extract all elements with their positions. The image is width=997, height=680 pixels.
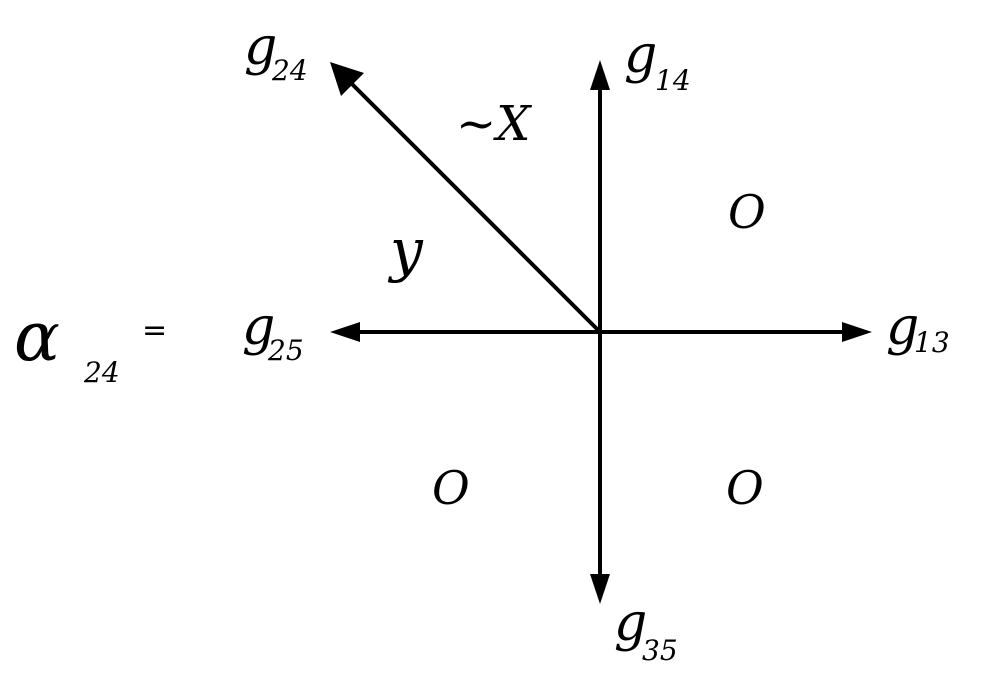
g35-base: g: [614, 593, 647, 653]
arrows: [330, 60, 872, 604]
g24-base: g: [244, 17, 277, 77]
g25-base: g: [242, 297, 275, 357]
arrow-upleft-head: [330, 62, 364, 96]
region-lower-left-zero: O: [432, 461, 470, 515]
g25-subscript: 25: [267, 334, 304, 367]
arrow-right-head: [842, 322, 872, 342]
equals-sign: =: [142, 313, 167, 348]
alpha-subscript: 24: [83, 356, 120, 389]
g24-subscript: 24: [271, 54, 308, 87]
region-lower-right-zero: O: [726, 461, 764, 515]
g35-subscript: 35: [642, 634, 678, 667]
arrow-upleft-shaft: [346, 78, 602, 334]
alpha-symbol: α: [14, 298, 60, 377]
minus-x-label: ~X: [456, 96, 532, 152]
region-upper-right-zero: O: [728, 185, 766, 239]
g13-subscript: 13: [914, 326, 950, 359]
arrow-left-head: [330, 322, 360, 342]
label-g25: g 25: [242, 297, 304, 367]
g14-base: g: [624, 25, 657, 85]
y-label: y: [387, 216, 424, 284]
g13-base: g: [886, 297, 919, 357]
label-g14: g 14: [624, 25, 691, 97]
g14-subscript: 14: [655, 64, 691, 97]
label-g13: g 13: [886, 297, 950, 359]
arrow-up-head: [590, 60, 610, 90]
arrow-down-head: [590, 574, 610, 604]
label-g35: g 35: [614, 593, 678, 667]
label-g24: g 24: [244, 17, 308, 87]
